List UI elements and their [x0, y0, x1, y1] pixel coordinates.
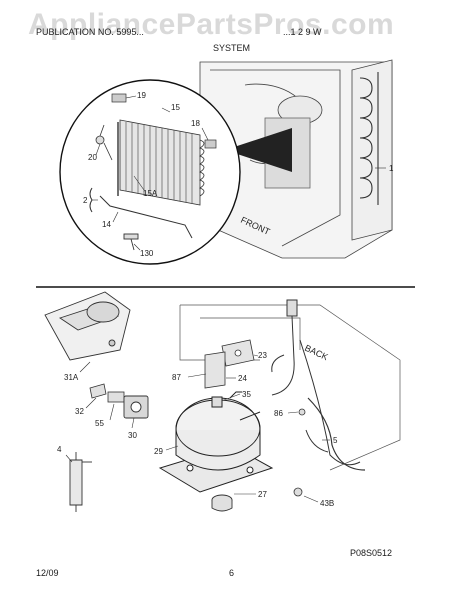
callout-14: 14 — [102, 220, 111, 229]
callout-15: 15 — [171, 103, 180, 112]
callout-43b: 43B — [320, 499, 334, 508]
compressor — [158, 391, 274, 493]
part-18 — [204, 139, 217, 149]
callout-18: 18 — [191, 119, 200, 128]
callout-20: 20 — [88, 153, 97, 162]
callout-15a: 15A — [143, 189, 158, 198]
part-86 — [298, 408, 306, 416]
section-title: SYSTEM — [213, 43, 251, 53]
part-32 — [89, 383, 107, 399]
model-label: ...1 2 9 W — [283, 27, 322, 37]
callout-86: 86 — [274, 409, 283, 418]
callout-32: 32 — [75, 407, 84, 416]
part-14-tube — [99, 195, 193, 239]
part-23 — [221, 339, 255, 367]
callout-35: 35 — [242, 390, 251, 399]
callout-5: 5 — [333, 436, 338, 445]
bottom-callouts: 31A 87 23 24 35 32 55 30 86 4 29 5 27 43… — [57, 351, 338, 508]
part-55 — [107, 391, 125, 403]
diagram-code: P08S0512 — [350, 548, 393, 558]
cabinet-drawing — [199, 59, 393, 259]
callout-31a: 31A — [64, 373, 79, 382]
part-130 — [123, 233, 139, 251]
callout-27: 27 — [258, 490, 267, 499]
part-19 — [111, 93, 127, 103]
part-5-tube — [307, 397, 366, 471]
footer-date: 12/09 — [36, 568, 59, 578]
part-31a — [44, 291, 131, 361]
part-30 — [123, 395, 149, 419]
part-4 — [69, 452, 92, 512]
top-leaders — [92, 95, 386, 251]
callout-19: 19 — [137, 91, 146, 100]
callout-30: 30 — [128, 431, 137, 440]
callout-130: 130 — [140, 249, 154, 258]
watermark: AppliancePartsPros.com — [28, 8, 395, 41]
bottom-leaders — [65, 354, 330, 503]
callout-29: 29 — [154, 447, 163, 456]
callout-1: 1 — [389, 164, 394, 173]
callout-24: 24 — [238, 374, 247, 383]
footer-page-number: 6 — [229, 568, 235, 578]
back-label: BACK — [303, 343, 329, 362]
callout-2: 2 — [83, 196, 88, 205]
heat-wedge — [225, 128, 292, 172]
callout-4: 4 — [57, 445, 62, 454]
part-43b — [293, 487, 303, 497]
callout-87: 87 — [172, 373, 181, 382]
callout-23: 23 — [258, 351, 267, 360]
publication-label: PUBLICATION NO. 5995... — [36, 27, 144, 37]
top-callouts: 19 15 18 20 15A 2 14 130 1 — [83, 91, 394, 258]
callout-55: 55 — [95, 419, 104, 428]
part-20 — [95, 124, 113, 161]
condenser-coil — [359, 72, 379, 205]
evaporator — [117, 119, 205, 206]
part-27 — [211, 494, 233, 512]
wiring — [271, 299, 361, 466]
part-24 — [204, 351, 226, 389]
